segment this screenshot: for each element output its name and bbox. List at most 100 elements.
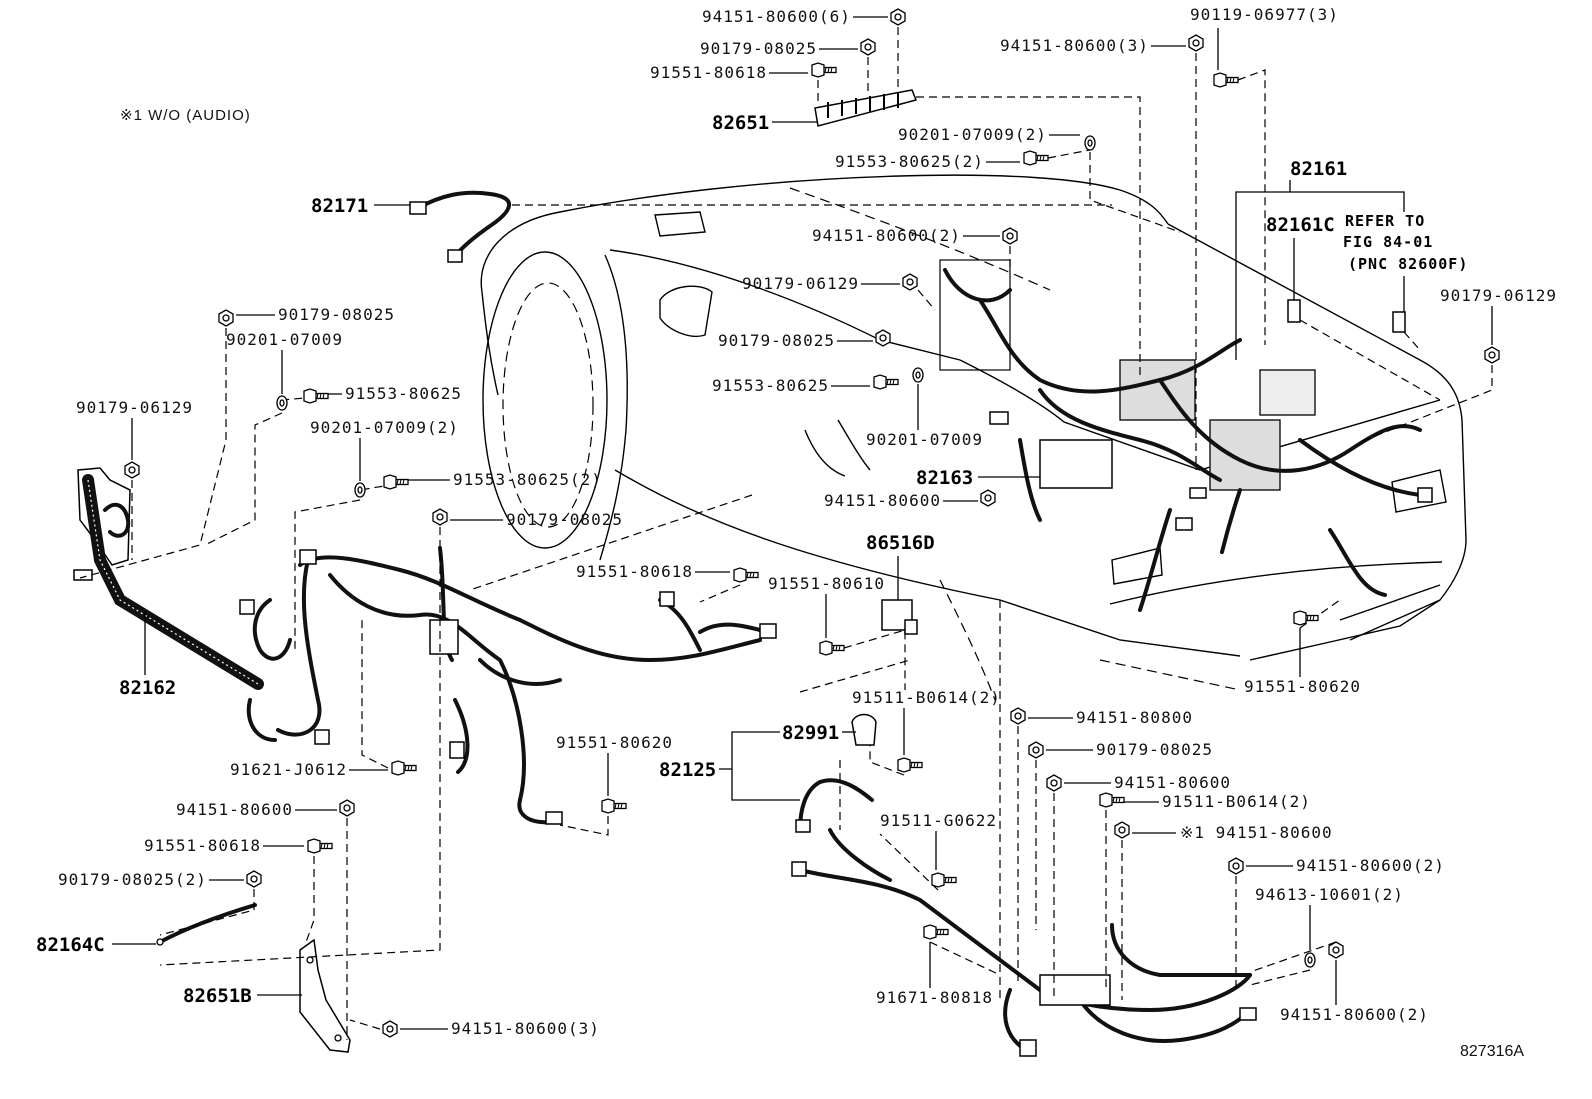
assembly-label-82163: 82163	[916, 467, 973, 489]
door-line	[804, 419, 871, 477]
nut-icon	[902, 273, 918, 291]
battery-box-82163	[1039, 439, 1113, 489]
harness-82125-wire	[1110, 923, 1252, 977]
part-number-label: 91551-80618	[144, 836, 261, 855]
connector	[791, 861, 807, 877]
nut-icon	[890, 8, 906, 26]
assembly-label-82125: 82125	[659, 759, 716, 781]
bracket-82651b	[299, 938, 351, 1053]
trunk-opening	[959, 359, 1441, 471]
part-number-label: 94151-80600(3)	[1000, 36, 1149, 55]
harness-82125	[791, 713, 1257, 1057]
connector	[1189, 487, 1207, 499]
rear-diffuser	[1339, 584, 1441, 641]
nut-icon	[339, 799, 355, 817]
part-number-label: 91551-80620	[556, 733, 673, 752]
junction-block	[1209, 419, 1281, 491]
part-number-label: 94613-10601(2)	[1255, 885, 1404, 904]
wheel-arch	[482, 251, 608, 549]
junction-connector	[429, 619, 459, 655]
assembly-label-82162: 82162	[119, 677, 176, 699]
dashed-leader	[917, 289, 936, 311]
body-roof-line	[480, 174, 1169, 293]
dashed-leader	[349, 1019, 381, 1030]
nut-icon	[1484, 346, 1500, 364]
bolt-icon	[1099, 792, 1125, 808]
assembly-label-82171: 82171	[311, 195, 368, 217]
nut-icon	[1328, 941, 1344, 959]
assembly-label-82651b: 82651B	[183, 985, 252, 1007]
body-hidden-edge	[939, 579, 1241, 701]
connector	[1019, 1039, 1037, 1057]
bracket-82651b-plate	[299, 938, 351, 1053]
connector	[73, 569, 93, 581]
bolt-icon	[307, 838, 333, 854]
assembly-label-82651: 82651	[712, 112, 769, 134]
nut-icon	[875, 329, 891, 347]
reference-line-3: (PNC 82600F)	[1348, 255, 1468, 273]
part-number-label: 90179-06129	[76, 398, 193, 417]
nut-icon	[124, 461, 140, 479]
connector-82600f	[1392, 311, 1406, 333]
connector	[447, 249, 463, 263]
nut-icon	[1028, 741, 1044, 759]
dashed-leader	[204, 412, 283, 546]
connector	[1175, 517, 1193, 531]
reference-line-1: REFER TO	[1345, 212, 1425, 230]
harness-82125-wire	[798, 778, 874, 832]
assembly-label-82991: 82991	[782, 722, 839, 744]
horn-relay-86516d	[881, 599, 918, 635]
part-number-label: 90201-07009	[226, 330, 343, 349]
nut-icon	[860, 38, 876, 56]
part-number-label: 94151-80800	[1076, 708, 1193, 727]
part-number-label: 94151-80600(2)	[1296, 856, 1445, 875]
dashed-leader	[1249, 941, 1337, 973]
nut-icon	[1188, 34, 1204, 52]
washer-icon	[1084, 135, 1096, 151]
dashed-leader	[159, 889, 255, 936]
harness-82162	[73, 467, 264, 690]
dashed-leader	[1249, 969, 1311, 986]
bolt-icon	[931, 872, 957, 888]
bracket-82161	[939, 259, 1011, 371]
part-number-label: 91551-80620	[1244, 677, 1361, 696]
bolt-icon	[873, 374, 899, 390]
nut-icon	[1002, 227, 1018, 245]
part-number-label: 94151-80600(2)	[812, 226, 961, 245]
harness-branch	[1138, 508, 1172, 612]
bolt-icon	[897, 757, 923, 773]
harness-82164c	[156, 903, 257, 946]
dashed-leader	[1359, 365, 1493, 443]
part-number-label: 91551-80610	[768, 574, 885, 593]
connector	[545, 811, 563, 825]
part-number-label: 91511-B0614(2)	[1162, 792, 1311, 811]
nut-icon	[1228, 857, 1244, 875]
bolt-icon	[1023, 150, 1049, 166]
assembly-label-82161c: 82161C	[1266, 214, 1335, 236]
harness-82125-wire	[798, 868, 1252, 1012]
rear-bumper-line	[1109, 561, 1443, 605]
connector	[409, 201, 427, 215]
dashed-leader	[304, 856, 315, 946]
hood-centerline	[789, 187, 1051, 291]
part-number-label: ※1 94151-80600	[1180, 823, 1333, 842]
harness-82162-branch	[103, 502, 131, 538]
harness-branch	[453, 698, 470, 774]
nut-icon	[980, 489, 996, 507]
part-number-label: 90201-07009(2)	[310, 418, 459, 437]
connector	[299, 549, 317, 565]
part-number-label: 90201-07009(2)	[898, 125, 1047, 144]
dashed-leader	[916, 96, 1141, 380]
body-side-line	[609, 249, 961, 361]
part-number-label: 90179-08025	[278, 305, 395, 324]
bracket-82651	[814, 89, 918, 127]
dashed-leader	[1047, 149, 1091, 159]
nut-icon	[218, 309, 234, 327]
bolt-icon	[383, 474, 409, 490]
assembly-label-82161: 82161	[1290, 158, 1347, 180]
part-number-label: 91511-B0614(2)	[852, 688, 1001, 707]
part-number-label: 91551-80618	[650, 63, 767, 82]
harness-branch	[328, 573, 562, 825]
part-number-label: 91553-80625	[345, 384, 462, 403]
